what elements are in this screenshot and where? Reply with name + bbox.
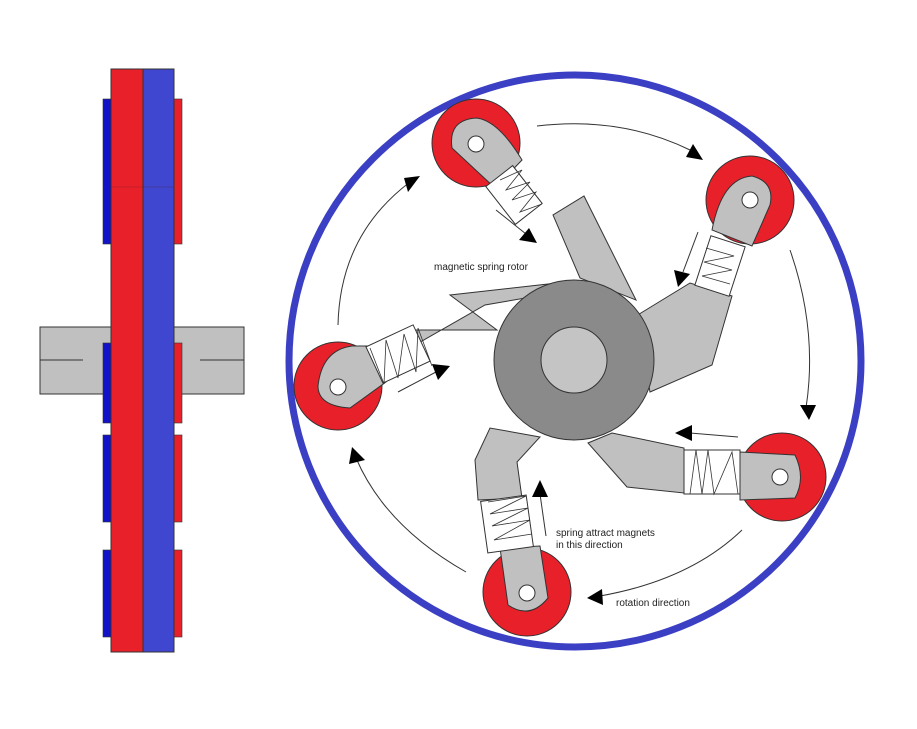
roller-pin: [329, 378, 347, 396]
label-spring-line2: in this direction: [556, 540, 623, 551]
rotation-arrow-right: [789, 249, 811, 409]
hub-inner: [540, 326, 608, 394]
side-view: [39, 68, 245, 653]
roller-pin: [771, 468, 789, 486]
roller-left: [293, 324, 433, 431]
roller-bracket: [711, 175, 772, 247]
roller-bracket: [451, 117, 523, 189]
label-rotor: magnetic spring rotor: [434, 262, 529, 273]
arrow-icon: [349, 447, 365, 464]
arrow-icon: [587, 589, 603, 605]
rotation-arrow-bottom-right: [599, 529, 743, 597]
spring-coil: [487, 495, 533, 541]
rotation-arrow-bottom-left: [355, 457, 467, 573]
arrow-icon: [675, 425, 692, 441]
arm-bottom: [474, 427, 541, 501]
label-spring-line1: spring attract magnets: [556, 528, 655, 539]
spring-arrow-line: [495, 209, 527, 235]
arrow-icon: [686, 144, 703, 160]
roller-top-right: [694, 155, 795, 297]
arrow-icon: [674, 270, 690, 287]
spring-sleeve: [365, 324, 431, 384]
roller-right: [683, 432, 827, 522]
rotation-arrows: [337, 123, 811, 597]
side-plate-red: [110, 68, 144, 653]
spring-arrows: [397, 209, 739, 537]
spring-sleeve: [683, 449, 741, 495]
arrow-icon: [404, 176, 420, 192]
roller-bracket: [499, 545, 549, 612]
roller-pin: [518, 584, 536, 602]
arrow-icon: [432, 364, 450, 380]
arm-right: [587, 432, 685, 494]
spring-coil: [369, 327, 433, 385]
label-rotation: rotation direction: [616, 598, 690, 609]
spring-sleeve: [694, 235, 746, 297]
arrow-icon: [800, 405, 816, 420]
spring-arrow-line: [689, 432, 739, 438]
rotation-arrow-left: [337, 181, 411, 326]
spring-coil: [499, 169, 543, 213]
rotor-arms: [407, 195, 733, 501]
roller-bottom: [480, 494, 572, 637]
roller-top-left: [431, 98, 543, 226]
spring-arrow-line: [539, 493, 547, 537]
spring-arrow-line: [397, 371, 437, 393]
arrow-icon: [532, 480, 548, 497]
rotation-arrow-top: [536, 123, 691, 151]
spring-coil: [701, 247, 735, 285]
spring-arrowheads: [432, 228, 692, 497]
roller-pin: [467, 135, 485, 153]
rotation-arrowheads: [349, 144, 816, 605]
side-plate-blue: [142, 68, 175, 653]
spring-coil: [689, 449, 739, 496]
spring-arrow-line: [682, 231, 699, 273]
arrow-icon: [519, 228, 537, 243]
roller-pin: [741, 191, 759, 209]
roller-bracket: [739, 451, 801, 501]
front-view: magnetic spring rotor spring attract mag…: [285, 71, 865, 651]
outer-ring: [285, 71, 865, 651]
